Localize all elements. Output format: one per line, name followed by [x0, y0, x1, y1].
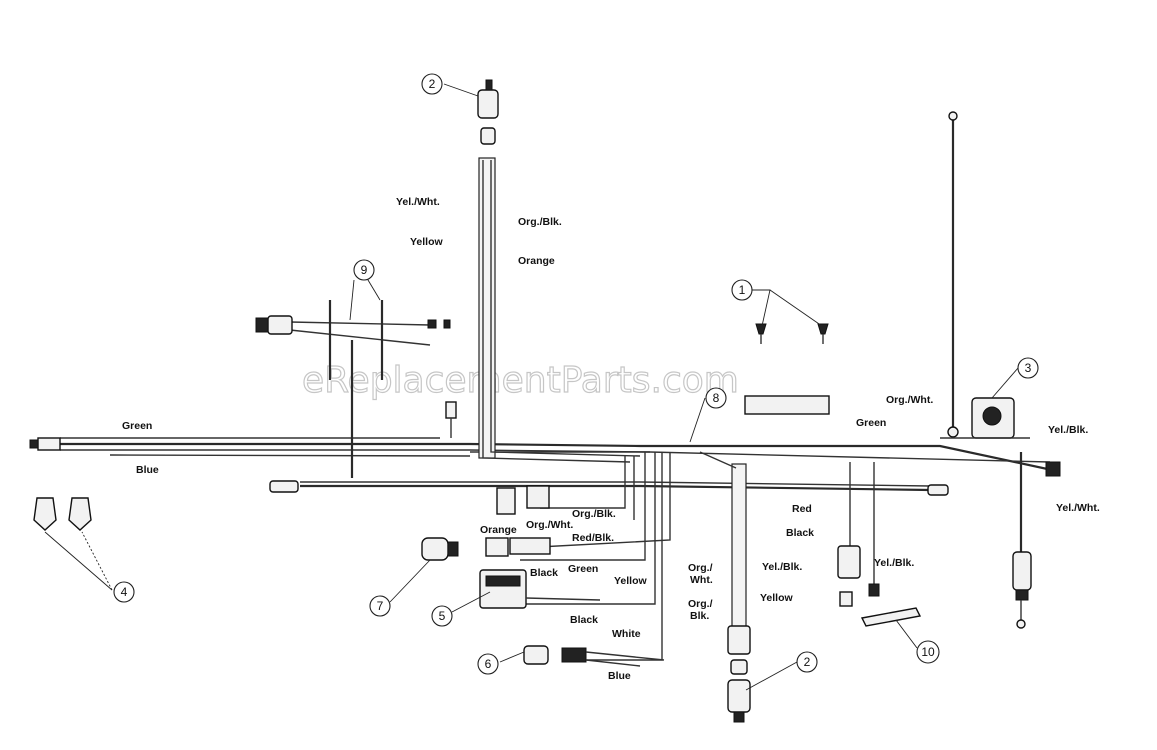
- label-yellow-conn: Yellow: [760, 592, 794, 604]
- left-harness-connector: [37, 437, 61, 451]
- lower-switch-body: [727, 679, 751, 713]
- label-black-mid: Black: [786, 527, 814, 539]
- label-yel-blk-conn: Yel./Blk.: [762, 561, 802, 573]
- leader-lines: [44, 83, 1019, 691]
- label-black-low: Black: [530, 567, 558, 579]
- item-6-plug: [523, 645, 665, 667]
- top-switch-body: [477, 89, 499, 119]
- center-connector-b: [526, 485, 550, 509]
- center-connector-c: [485, 537, 509, 557]
- label-green-left: Green: [122, 420, 152, 432]
- label-red: Red: [792, 503, 812, 515]
- svg-text:4: 4: [121, 585, 128, 599]
- item-6-plug-body: [523, 645, 549, 665]
- label-org-wht-right: Org./Wht.: [886, 394, 933, 406]
- callout-4: 4: [113, 581, 135, 603]
- item-7-key-switch: [421, 537, 459, 561]
- label-yellow-low: Yellow: [614, 575, 648, 587]
- svg-text:2: 2: [429, 77, 436, 91]
- callout-9: 9: [353, 259, 375, 281]
- right-vertical-lead: [1012, 452, 1061, 629]
- svg-text:3: 3: [1025, 361, 1032, 375]
- svg-text:9: 9: [361, 263, 368, 277]
- label-yellow-top: Yellow: [410, 236, 444, 248]
- item-10-bracket: [860, 607, 922, 627]
- label-blue-left: Blue: [136, 464, 159, 476]
- label-red-blk: Red/Blk.: [572, 532, 614, 544]
- lamp-left: [33, 497, 57, 531]
- label-yel-wht-right: Yel./Wht.: [1056, 502, 1100, 514]
- item-8-plate: [744, 395, 830, 415]
- main-harness: [29, 437, 1053, 472]
- center-harness: [485, 452, 671, 661]
- label-yel-blk-right: Yel./Blk.: [1048, 424, 1088, 436]
- callout-1: 1: [731, 279, 753, 301]
- label-org-wht-conn-2: Wht.: [690, 574, 713, 586]
- label-org-blk-top: Org./Blk.: [518, 216, 562, 228]
- right-harness-plug: [1045, 461, 1061, 477]
- label-orange-top: Orange: [518, 255, 555, 267]
- label-org-blk-mid: Org./Blk.: [572, 508, 616, 520]
- label-org-wht-mid: Org./Wht.: [526, 519, 573, 531]
- label-blue-bottom: Blue: [608, 670, 631, 682]
- key-switch-body: [421, 537, 449, 561]
- top-switch-connector: [480, 127, 496, 145]
- callout-5: 5: [431, 605, 453, 627]
- svg-text:7: 7: [377, 599, 384, 613]
- right-switch-body: [1012, 551, 1032, 591]
- item-5-module: [479, 569, 601, 609]
- svg-text:10: 10: [921, 645, 935, 659]
- callout-10: 10: [916, 640, 940, 664]
- label-org-wht-conn-1: Org./: [688, 562, 713, 574]
- lower-connector: [727, 625, 751, 655]
- callout-2-bottom: 2: [796, 651, 818, 673]
- trunk-sleeve: [478, 157, 496, 459]
- lower-harness: [269, 480, 949, 496]
- ground-lead-connector: [269, 480, 299, 493]
- label-white: White: [612, 628, 641, 640]
- callout-6: 6: [477, 653, 499, 675]
- lamp-right: [68, 497, 92, 531]
- svg-text:8: 8: [713, 391, 720, 405]
- lower-trunk-sleeve: [731, 463, 747, 629]
- vertical-trunk: [477, 79, 641, 463]
- svg-text:5: 5: [439, 609, 446, 623]
- svg-text:1: 1: [739, 283, 746, 297]
- callout-3: 3: [1017, 357, 1039, 379]
- svg-text:6: 6: [485, 657, 492, 671]
- label-orange-mid: Orange: [480, 524, 517, 536]
- right-lead-connector: [927, 484, 949, 496]
- svg-text:2: 2: [804, 655, 811, 669]
- item-3-assembly: [940, 111, 1030, 439]
- label-yel-wht-top: Yel./Wht.: [396, 196, 440, 208]
- callout-8: 8: [705, 387, 727, 409]
- callout-7: 7: [369, 595, 391, 617]
- red-black-connector: [837, 545, 861, 579]
- label-green-low: Green: [568, 563, 598, 575]
- small-terminal: [445, 401, 457, 419]
- label-org-blk-conn-1: Org./: [688, 598, 713, 610]
- center-connector-a: [496, 487, 516, 515]
- red-black-lead: [837, 462, 922, 627]
- callout-2-top: 2: [421, 73, 443, 95]
- item-9-assembly: [255, 300, 457, 478]
- wire-labels: Yel./Wht. Org./Blk. Yellow Orange Green …: [122, 196, 1100, 682]
- label-black-bottom: Black: [570, 614, 598, 626]
- label-yel-blk-mid: Yel./Blk.: [874, 557, 914, 569]
- label-org-blk-conn-2: Blk.: [690, 610, 709, 622]
- label-green-right: Green: [856, 417, 886, 429]
- item-1-screws: [755, 323, 829, 344]
- lower-vertical-bundle: [699, 451, 751, 723]
- item-4-lamps: [33, 497, 92, 531]
- watermark-text: eReplacementParts.com: [302, 360, 739, 401]
- center-connector-d: [509, 537, 551, 555]
- item-9-connector: [267, 315, 293, 335]
